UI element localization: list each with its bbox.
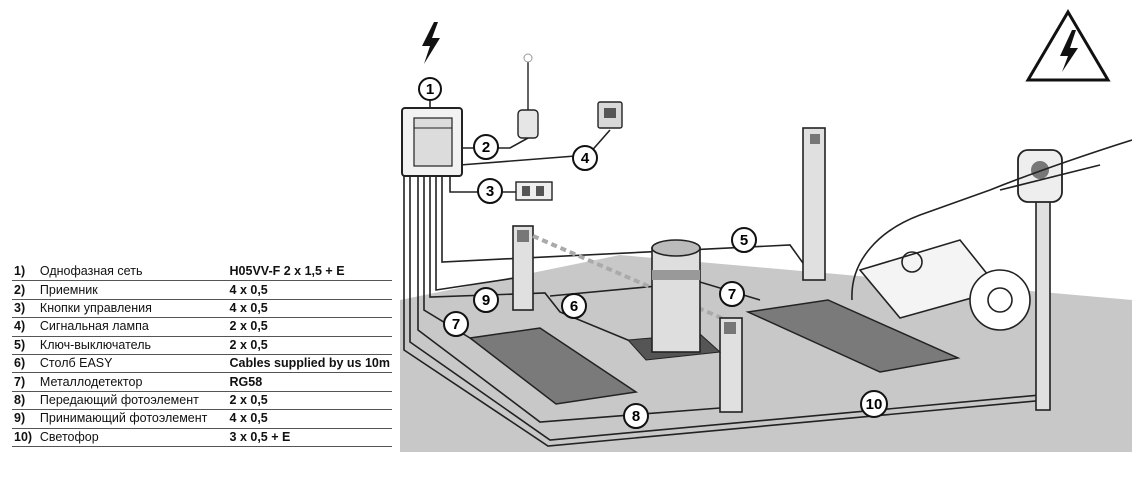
traffic-light <box>1017 149 1063 411</box>
callout-label: 1 <box>426 81 434 98</box>
legend-desc: Металлодетектор <box>37 372 228 392</box>
callout-7-right: 7 <box>719 281 745 307</box>
detector-loop-left <box>468 327 639 405</box>
callout-label: 8 <box>632 408 640 425</box>
callout-label: 2 <box>482 139 490 156</box>
legend-cable: Cables supplied by us 10m <box>227 354 392 374</box>
legend-cable: 4 x 0,5 <box>227 409 392 429</box>
legend-num: 6) <box>12 354 38 374</box>
legend-desc: Передающий фотоэлемент <box>37 391 228 411</box>
legend-cable: 2 x 0,5 <box>227 317 392 337</box>
callouts: 1 2 3 4 5 6 7 7 <box>418 77 888 429</box>
callout-label: 6 <box>570 298 578 315</box>
callout-1: 1 <box>418 77 442 101</box>
legend-cable: RG58 <box>227 372 392 392</box>
callout-2: 2 <box>473 134 499 160</box>
legend-desc: Столб EASY <box>37 354 228 374</box>
legend-num: 4) <box>12 317 38 337</box>
callout-7-left: 7 <box>443 311 469 337</box>
callout-5: 5 <box>731 227 757 253</box>
callout-label: 5 <box>740 232 748 249</box>
callout-8: 8 <box>623 403 649 429</box>
legend-desc: Сигнальная лампа <box>37 317 228 337</box>
legend-desc: Ключ-выключатель <box>37 336 228 355</box>
receiving-photocell-post <box>512 225 534 311</box>
callout-4: 4 <box>572 145 598 171</box>
callout-label: 7 <box>728 286 736 303</box>
callout-label: 10 <box>866 396 883 413</box>
callout-label: 9 <box>482 292 490 309</box>
legend-num: 7) <box>12 372 38 392</box>
callout-10: 10 <box>860 390 888 418</box>
lightning-icon <box>422 22 440 64</box>
legend-desc: Приемник <box>37 280 228 300</box>
legend-cable: H05VV-F 2 x 1,5 + E <box>227 263 392 282</box>
electric-hazard-warning-icon <box>1025 9 1111 82</box>
signal-lamp <box>597 101 623 129</box>
control-box <box>401 107 463 177</box>
push-buttons <box>515 181 553 201</box>
legend-num: 2) <box>12 280 38 300</box>
callout-9: 9 <box>473 287 499 313</box>
legend-num: 9) <box>12 409 38 429</box>
legend-desc: Принимающий фотоэлемент <box>37 409 228 429</box>
callout-6: 6 <box>561 293 587 319</box>
callout-label: 4 <box>581 150 590 167</box>
legend-num: 5) <box>12 336 38 355</box>
legend-num: 1) <box>12 263 38 282</box>
legend-cable: 4 x 0,5 <box>227 299 392 319</box>
legend-cable: 3 x 0,5 + E <box>227 428 392 447</box>
legend-num: 3) <box>12 299 38 319</box>
legend-desc: Кнопки управления <box>37 299 228 319</box>
legend-desc: Светофор <box>37 428 228 447</box>
bollard <box>626 239 722 361</box>
legend-cable: 4 x 0,5 <box>227 280 392 300</box>
legend-cable: 2 x 0,5 <box>227 391 392 411</box>
key-switch-post <box>802 127 826 281</box>
callout-label: 3 <box>486 183 494 200</box>
legend-cable: 2 x 0,5 <box>227 336 392 355</box>
detector-loop-right <box>745 299 961 373</box>
car <box>851 139 1132 331</box>
radio-receiver <box>517 53 539 139</box>
callout-label: 7 <box>452 316 460 333</box>
legend-desc: Однофазная сеть <box>37 263 228 282</box>
legend-num: 10) <box>12 428 38 447</box>
transmitting-photocell-post <box>719 317 743 413</box>
callout-3: 3 <box>477 178 503 204</box>
legend-num: 8) <box>12 391 38 411</box>
